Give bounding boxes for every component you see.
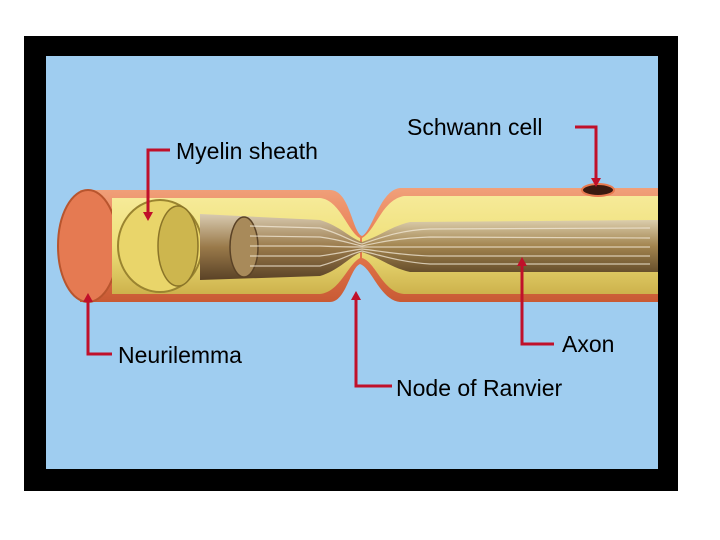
- label-node-of-ranvier: Node of Ranvier: [396, 375, 563, 401]
- leader-lines: [86, 125, 598, 388]
- leader-node-of-ranvier: [354, 296, 392, 388]
- axon-core-right: [362, 220, 658, 272]
- axon-fibers: [249, 225, 651, 267]
- schwann-cell-nucleus: [581, 183, 615, 197]
- leader-neurilemma: [86, 298, 112, 356]
- axon-cut-end: [229, 216, 259, 278]
- neurilemma-end-cap: [57, 189, 119, 303]
- leader-schwann-cell: [575, 125, 598, 182]
- label-myelin-sheath: Myelin sheath: [176, 138, 318, 164]
- label-schwann-cell: Schwann cell: [407, 114, 543, 140]
- leader-myelin-sheath: [146, 148, 170, 216]
- label-neurilemma: Neurilemma: [118, 342, 242, 368]
- label-axon: Axon: [562, 331, 615, 357]
- leader-axon: [520, 262, 554, 346]
